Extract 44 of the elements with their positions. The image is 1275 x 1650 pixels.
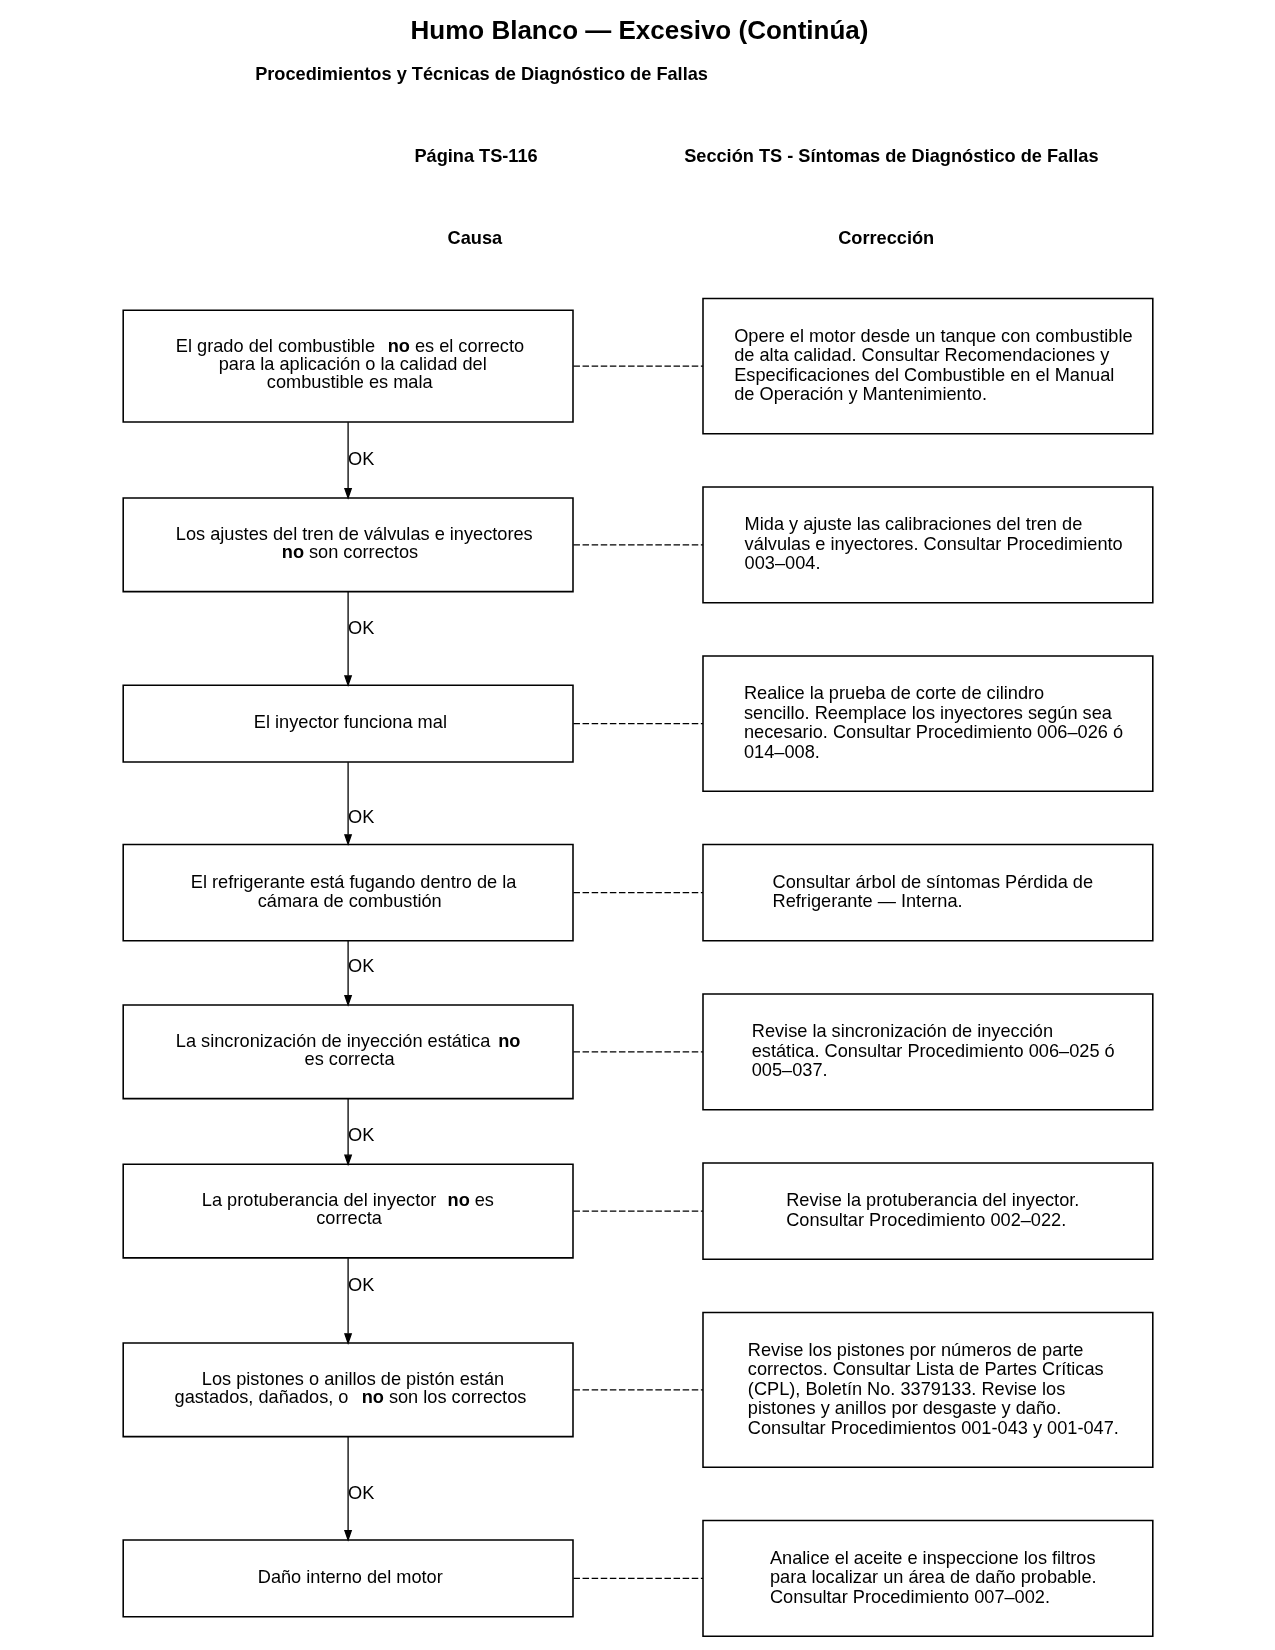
node-box: El inyector funciona mal	[121, 684, 574, 763]
connector	[572, 1051, 704, 1053]
arrow	[343, 940, 352, 1007]
node-box: El grado del combustible no es el correcto para la aplicación o la calidad del combustible es mala	[121, 309, 574, 423]
arrow	[343, 761, 352, 846]
label: Sección TS - Síntomas de Diagnóstico de Fallas	[683, 145, 1099, 166]
label: Procedimientos y Técnicas de Diagnóstico de Fallas	[254, 63, 708, 84]
node-box: Consultar árbol de síntomas Pérdida de Refrigerante — Interna.	[701, 843, 1154, 942]
edge-label: OK	[347, 1125, 374, 1146]
arrow	[343, 591, 352, 687]
connector	[572, 1210, 704, 1212]
node-box: Daño interno del motor	[121, 1539, 574, 1618]
label: Página TS-116	[413, 145, 538, 166]
diagram-title: Humo Blanco — Excesivo (Continúa)	[410, 14, 868, 45]
connector	[572, 1389, 704, 1391]
edge-label: OK	[347, 956, 374, 977]
node-box: Analice el aceite e inspeccione los filtros para localizar un área de daño probable. Consultar Procedimiento 007–002.	[701, 1519, 1154, 1637]
connector	[572, 365, 704, 367]
node-box: Revise la sincronización de inyección estática. Consultar Procedimiento 006–025 ó 005–037.	[701, 993, 1154, 1111]
label: Causa	[447, 227, 502, 248]
connector	[572, 544, 704, 546]
node-box: Mida y ajuste las calibraciones del tren de válvulas e inyectores. Consultar Procedimiento 003–004.	[701, 486, 1154, 604]
edge-label: OK	[347, 618, 374, 639]
arrow	[343, 1098, 352, 1167]
node-box: La protuberancia del inyector no es correcta	[121, 1163, 574, 1259]
label: Corrección	[837, 227, 934, 248]
arrow	[343, 1257, 352, 1345]
node-box: La sincronización de inyección estática no es correcta	[121, 1004, 574, 1100]
connector	[572, 891, 704, 894]
arrow	[343, 421, 352, 500]
node-box: Revise la protuberancia del inyector. Consultar Procedimiento 002–022.	[701, 1162, 1154, 1260]
edge-label: OK	[347, 449, 374, 470]
node-box: Los ajustes del tren de válvulas e inyectores no son correctos	[121, 497, 574, 593]
node-box: Opere el motor desde un tanque con combustible de alta calidad. Consultar Recomendaciones y Especificaciones del Combustible en el Manual de Operación y Mantenimiento.	[701, 297, 1154, 435]
node-box: El refrigerante está fugando dentro de la cámara de combustión	[121, 843, 574, 942]
edge-label: OK	[347, 806, 374, 827]
node-box: Realice la prueba de corte de cilindro sencillo. Reemplace los inyectores según sea necesario. Consultar Procedimiento 006–026 ó 014–008.	[701, 655, 1154, 792]
edge-label: OK	[347, 1482, 374, 1503]
edge-label: OK	[347, 1274, 374, 1295]
node-box: Revise los pistones por números de parte correctos. Consultar Lista de Partes Críticas (CPL), Boletín No. 3379133. Revise los pistones y anillos por desgaste y daño. Consultar Procedimientos 001-043 y 001-047.	[701, 1311, 1154, 1468]
arrow	[343, 1436, 352, 1542]
node-box: Los pistones o anillos de pistón están gastados, dañados, o no son los correctos	[121, 1342, 574, 1438]
connector	[572, 722, 704, 725]
connector	[572, 1577, 704, 1579]
